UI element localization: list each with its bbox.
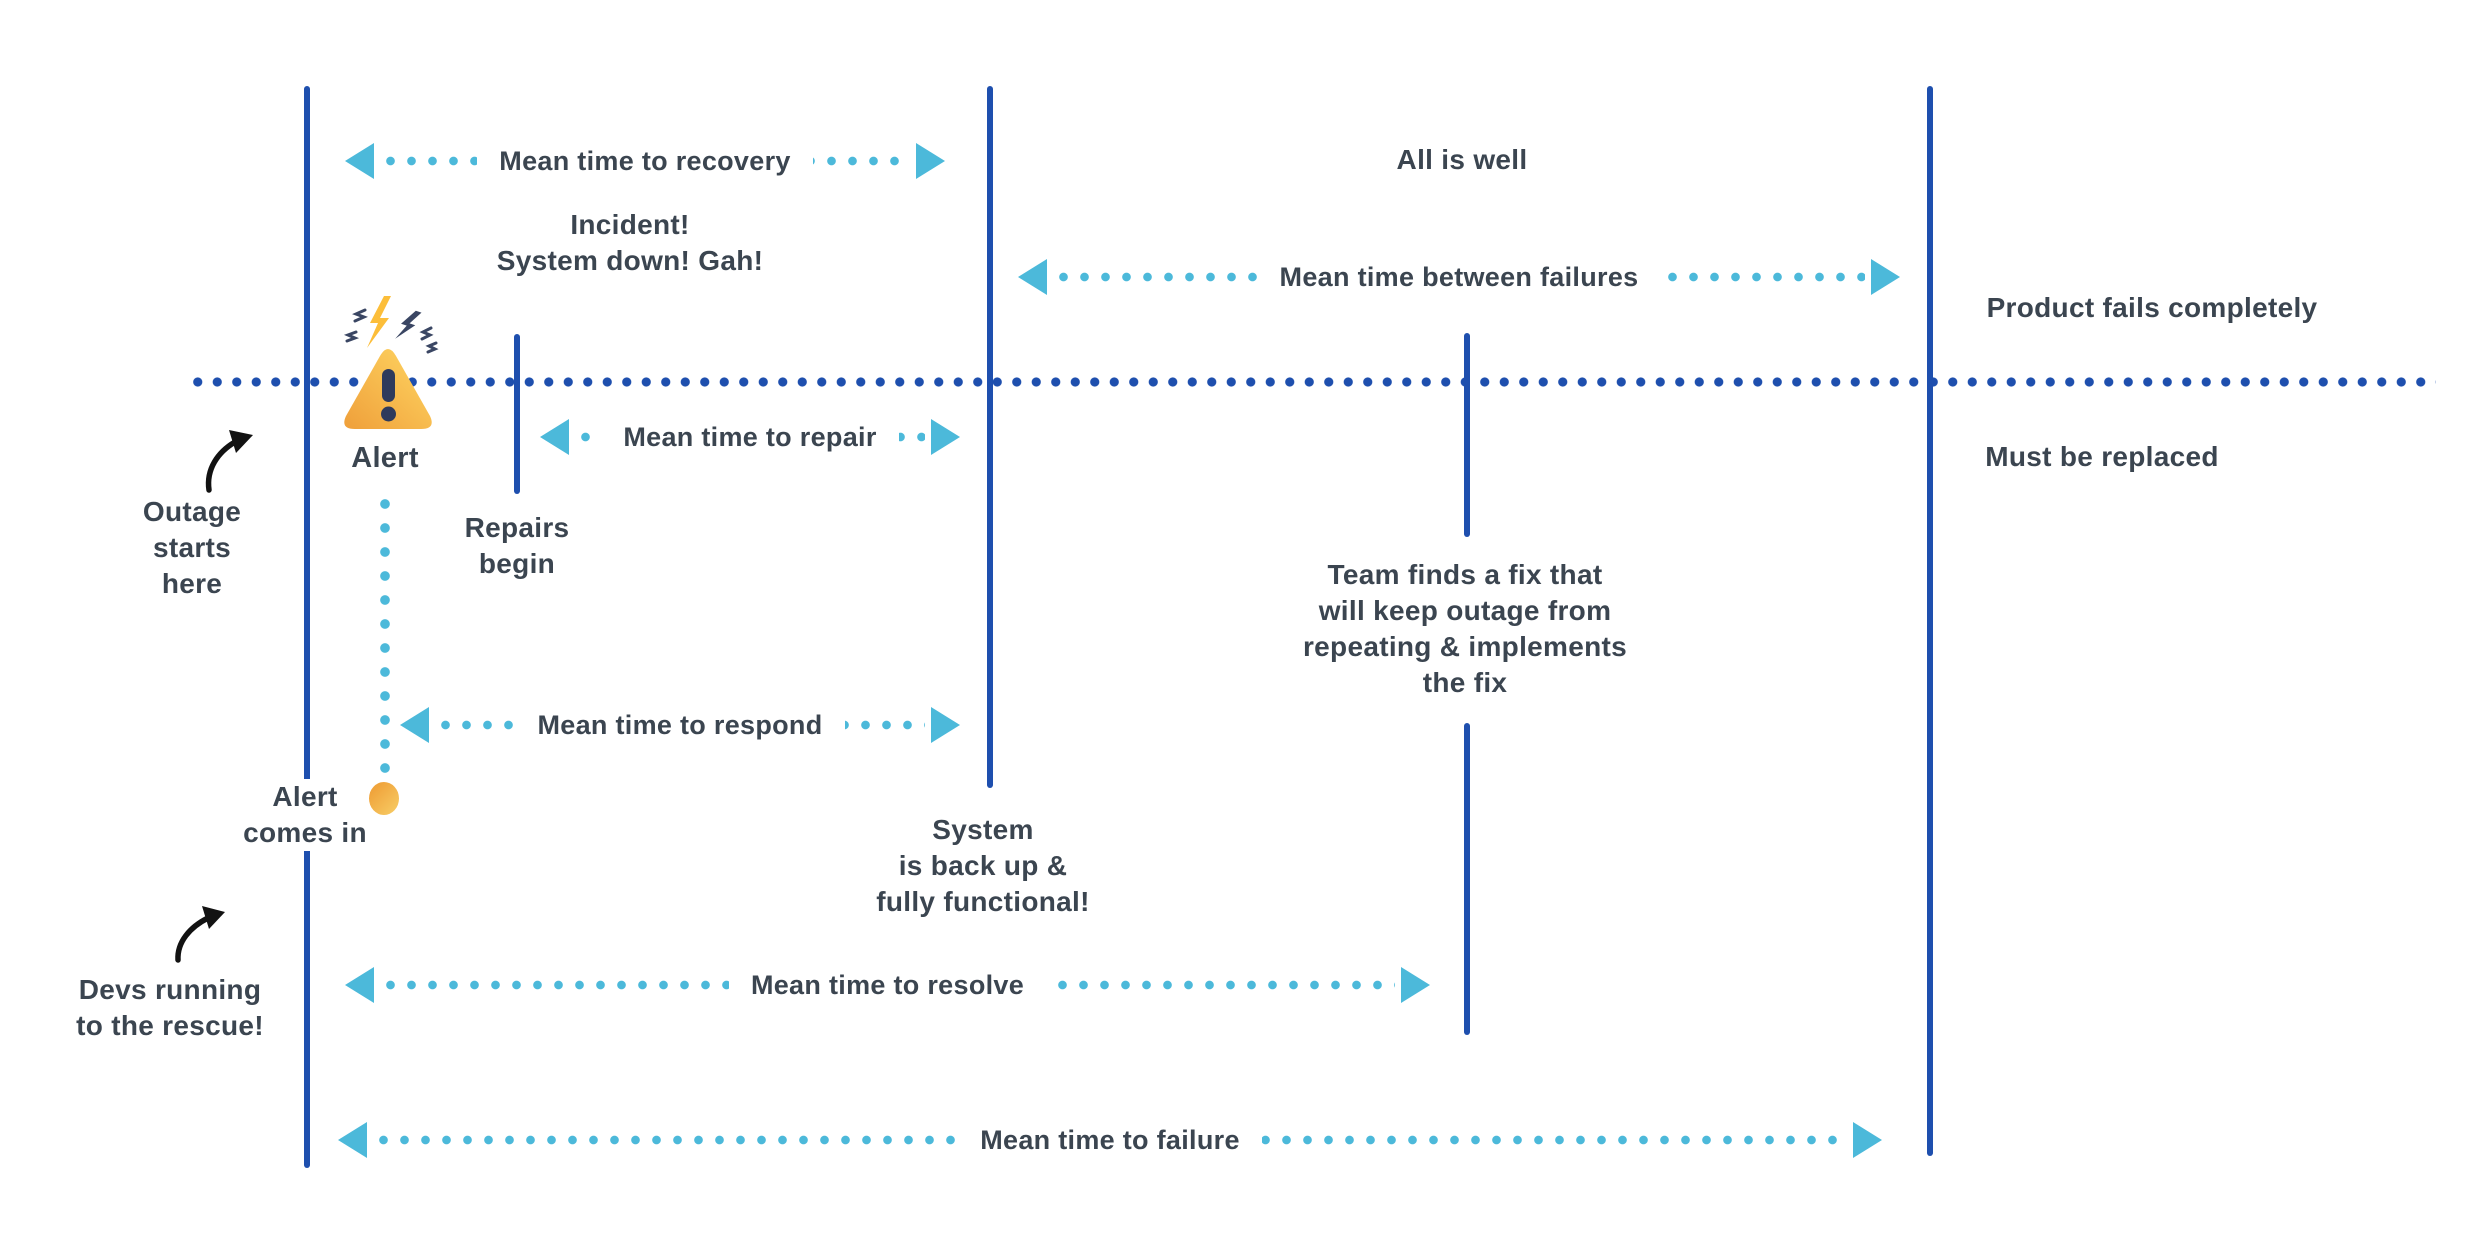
dotted-shaft: Mean time between failures (1053, 258, 1865, 296)
alert-drop-dotted-line (376, 492, 394, 774)
arrow-label: Mean time to failure (958, 1121, 1262, 1159)
exclamation-bar (382, 369, 395, 402)
arrowhead-right-icon (916, 143, 945, 179)
small-lightning-bolt-icon (395, 310, 422, 339)
timeline-team-fix-line-lower (1464, 723, 1470, 1035)
repairs-begin-text: Repairs begin (464, 512, 570, 579)
arrow-mean-time-to-repair: Mean time to repair (540, 418, 960, 456)
arrowhead-left-icon (1018, 259, 1047, 295)
alert-label: Alert (351, 442, 419, 474)
lightning-bolt-icon (367, 296, 391, 348)
alert-warning-icon (343, 296, 439, 429)
arrowhead-left-icon (400, 707, 429, 743)
all-is-well-text: All is well (1396, 144, 1528, 175)
arrow-label: Mean time between failures (1257, 258, 1661, 296)
outage-starts-text: Outage starts here (142, 496, 242, 599)
arrow-mean-time-to-respond: Mean time to respond (400, 706, 960, 744)
dotted-shaft: Mean time to repair (575, 418, 925, 456)
team-fix-text: Team finds a fix that will keep outage f… (1302, 559, 1627, 698)
dotted-shaft: Mean time to recovery (380, 142, 910, 180)
arrowhead-right-icon (1401, 967, 1430, 1003)
product-lifecycle-dotted-line (188, 374, 2436, 390)
arrow-label: Mean time to resolve (728, 966, 1047, 1004)
arrowhead-left-icon (345, 967, 374, 1003)
curved-arrow-outage-icon (205, 430, 253, 493)
dotted-shaft: Mean time to respond (435, 706, 925, 744)
arrow-mean-time-to-recovery: Mean time to recovery (345, 142, 945, 180)
arrowhead-right-icon (1853, 1122, 1882, 1158)
timeline-team-fix-line-upper (1464, 333, 1470, 537)
spark-squiggles-icon (343, 308, 439, 354)
dotted-shaft: Mean time to failure (373, 1121, 1847, 1159)
arrow-label: Mean time to respond (515, 706, 845, 744)
alert-comes-in-text: Alert comes in (225, 779, 385, 851)
arrowhead-left-icon (540, 419, 569, 455)
incident-text: Incident! System down! Gah! (496, 209, 764, 276)
arrow-label: Mean time to recovery (477, 142, 813, 180)
arrow-mean-time-to-resolve: Mean time to resolve (345, 966, 1430, 1004)
product-fails-text: Product fails completely (1986, 292, 2318, 323)
devs-rescue-text: Devs running to the rescue! (76, 974, 264, 1041)
alert-received-dot-icon (369, 782, 399, 815)
timeline-repairs-begin-line (514, 334, 520, 494)
timeline-system-back-up-line (987, 86, 993, 788)
arrowhead-left-icon (345, 143, 374, 179)
arrow-mean-time-to-failure: Mean time to failure (338, 1121, 1882, 1159)
arrowhead-right-icon (931, 419, 960, 455)
dotted-shaft: Mean time to resolve (380, 966, 1395, 1004)
arrowhead-right-icon (1871, 259, 1900, 295)
exclamation-dot (381, 406, 396, 422)
system-back-up-text: System is back up & fully functional! (876, 814, 1090, 917)
timeline-outage-start-line (304, 86, 310, 1168)
arrow-label: Mean time to repair (601, 418, 899, 456)
arrow-mean-time-between-failures: Mean time between failures (1018, 258, 1900, 296)
arrowhead-right-icon (931, 707, 960, 743)
curved-arrow-devs-icon (175, 906, 225, 963)
must-be-replaced-text: Must be replaced (1985, 441, 2219, 472)
arrowhead-left-icon (338, 1122, 367, 1158)
timeline-product-fails-line (1927, 86, 1933, 1156)
